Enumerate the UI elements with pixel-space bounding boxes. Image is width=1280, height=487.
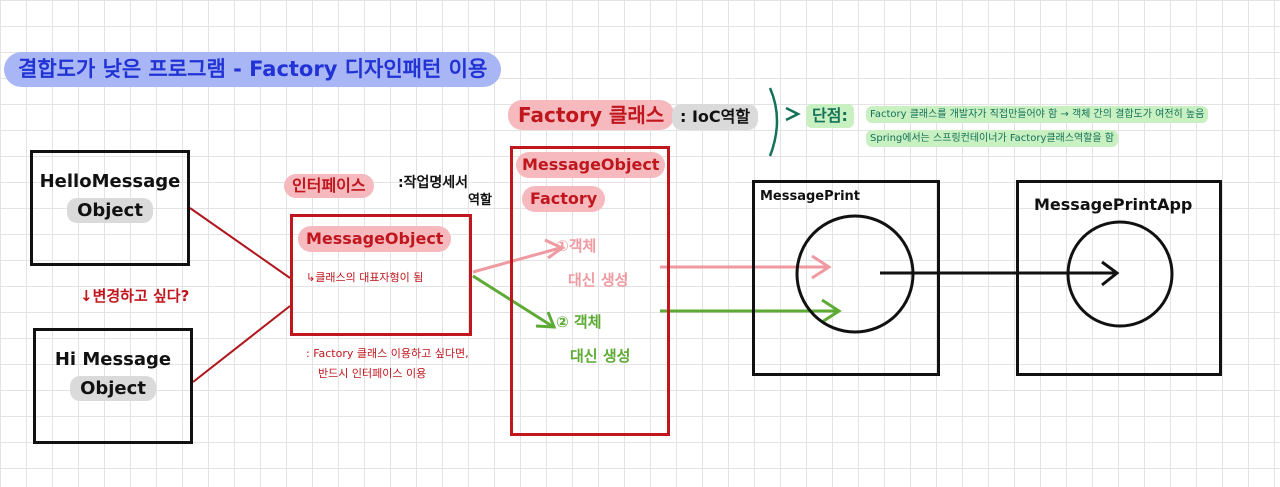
- hello-to-interface-line: [189, 207, 291, 279]
- message-print-app-label: MessagePrintApp: [1034, 195, 1193, 214]
- factory-box-name2: Factory: [522, 186, 606, 212]
- factory-note-line2: 반드시 인터페이스 이용: [318, 367, 427, 380]
- hi-message-object-box: Hi Message Object: [33, 328, 193, 444]
- disadvantage-line1: Factory 클래스를 개발자가 직접만들어야 함 → 객체 간의 결합도가 …: [866, 106, 1209, 123]
- interface-role-2: 역할: [468, 193, 492, 208]
- bracket-arrowhead: [785, 106, 801, 122]
- interface-to-item1-arrow: [472, 246, 561, 274]
- disadvantage-line2: Spring에서는 스프링컨테이너가 Factory클래스역할을 함: [866, 130, 1118, 147]
- page-title: 결합도가 낮은 프로그램 - Factory 디자인패턴 이용: [4, 52, 502, 88]
- change-note: ↓변경하고 싶다?: [80, 287, 190, 305]
- bracket-line: [768, 87, 779, 157]
- ioc-role-label: : IoC역할: [672, 104, 759, 130]
- hello-object-line2: Object: [67, 198, 153, 223]
- print-to-app-arrowhead: [1101, 260, 1120, 287]
- hi-object-line2: Object: [70, 376, 156, 401]
- interface-to-item1-arrowhead: [544, 238, 565, 260]
- factory-item2-line2: 대신 생성: [570, 347, 631, 365]
- hello-message-object-box: HelloMessage Object: [30, 150, 190, 266]
- interface-to-item2-arrowhead: [535, 311, 557, 329]
- disadvantage-label: 단점:: [806, 104, 854, 128]
- message-print-label: MessagePrint: [760, 189, 860, 204]
- interface-label: 인터페이스: [284, 174, 374, 198]
- factory-box-name1: MessageObject: [516, 152, 666, 178]
- message-object-name: MessageObject: [298, 226, 452, 252]
- factory-note-line1: : Factory 클래스 이용하고 싶다면,: [306, 347, 469, 360]
- factory-to-print-pink-arrowhead: [811, 254, 832, 280]
- message-object-factory-box: [510, 146, 670, 436]
- factory-item1-line1: ①객체: [556, 237, 597, 255]
- hello-object-line1: HelloMessage: [39, 171, 181, 192]
- message-object-desc: ↳클래스의 대표자형이 됨: [306, 271, 424, 284]
- factory-item1-line2: 대신 생성: [568, 271, 629, 289]
- hi-object-line1: Hi Message: [54, 349, 172, 370]
- interface-role-1: :작업명세서: [398, 175, 468, 191]
- message-object-interface-box: [290, 214, 472, 336]
- factory-item2-line1: ② 객체: [556, 313, 602, 331]
- factory-class-label: Factory 클래스: [508, 100, 675, 130]
- message-print-app-box: [1016, 180, 1222, 376]
- hi-to-interface-line: [192, 305, 291, 383]
- message-print-box: [752, 180, 940, 376]
- factory-to-print-green-arrowhead: [821, 298, 842, 324]
